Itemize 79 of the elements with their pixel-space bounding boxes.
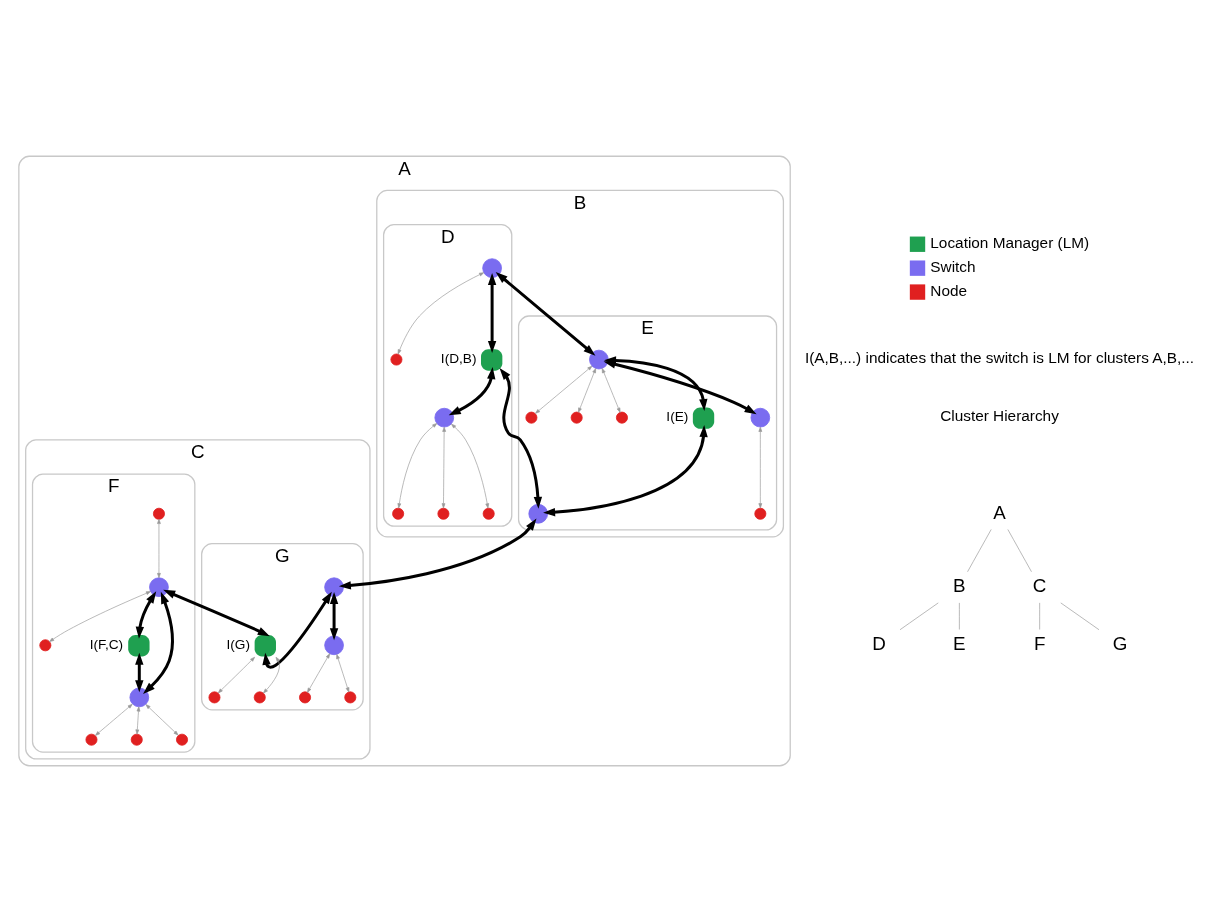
arrow xyxy=(578,368,597,413)
node-circle xyxy=(253,691,266,704)
arrow xyxy=(397,423,438,509)
node-circle xyxy=(570,411,583,424)
legend-label: Location Manager (LM) xyxy=(930,234,1090,251)
arrow xyxy=(499,368,543,509)
node-label: I(E) xyxy=(666,409,689,425)
node-circle xyxy=(324,577,344,598)
node-circle xyxy=(176,733,188,746)
node-circle xyxy=(392,507,405,520)
node-circle xyxy=(754,507,767,520)
node-label: I(G) xyxy=(226,636,250,652)
arrow xyxy=(135,652,144,693)
arrow xyxy=(336,654,350,693)
node-circle xyxy=(299,691,311,704)
node-circle xyxy=(208,691,221,704)
node-circle xyxy=(482,507,495,520)
node-circle xyxy=(152,507,165,520)
arrow xyxy=(397,272,485,355)
arrow xyxy=(535,365,593,414)
node-circle xyxy=(525,411,538,424)
arrow xyxy=(262,591,332,669)
arrow xyxy=(758,426,763,509)
arrow xyxy=(603,360,757,415)
legend-label: Switch xyxy=(930,257,976,275)
arrow xyxy=(448,367,496,416)
arrow xyxy=(487,273,497,353)
node-text: C xyxy=(1032,575,1047,596)
arrow xyxy=(441,426,446,509)
arrow xyxy=(157,518,161,578)
node-label: I(F,C) xyxy=(89,636,124,652)
arrow xyxy=(135,706,141,735)
node-circle xyxy=(482,258,502,278)
node-text: B xyxy=(953,575,966,596)
node-circle xyxy=(437,507,450,520)
node-text: F xyxy=(1033,633,1046,655)
arrow xyxy=(95,703,133,736)
connector xyxy=(1060,602,1100,631)
arrow xyxy=(495,272,596,356)
arrow xyxy=(307,653,330,693)
connector xyxy=(967,529,992,573)
arrow xyxy=(143,591,174,694)
node-circle xyxy=(390,353,403,366)
node-text: E xyxy=(953,633,966,655)
legend-label: Node xyxy=(930,281,968,299)
label: I(A,B,...) indicates that the switch is LM for clusters A,B,... xyxy=(804,349,1195,367)
node-text: G xyxy=(1112,633,1128,655)
node-circle xyxy=(481,349,503,371)
node-circle xyxy=(750,407,771,428)
arrow xyxy=(49,591,151,642)
connector xyxy=(1039,602,1040,630)
label: Cluster Hierarchy xyxy=(940,407,1059,425)
node-circle xyxy=(128,635,150,657)
node-circle xyxy=(344,691,357,704)
node-text: A xyxy=(993,501,1006,523)
arrow xyxy=(135,591,157,639)
arrow xyxy=(263,656,280,694)
connector xyxy=(1007,529,1032,573)
node-circle xyxy=(85,733,98,746)
arrow xyxy=(543,425,708,517)
connector xyxy=(959,602,960,630)
node-circle xyxy=(149,577,169,598)
node-label: I(D,B) xyxy=(440,351,477,367)
node-circle xyxy=(528,503,549,524)
node-circle xyxy=(39,639,52,652)
connector xyxy=(899,602,939,631)
arrow xyxy=(338,518,537,590)
node-circle xyxy=(130,733,143,746)
node-circle xyxy=(615,411,628,424)
node-circle xyxy=(254,635,276,657)
arrow xyxy=(145,704,179,736)
node-circle xyxy=(324,635,344,656)
node-circle xyxy=(692,407,715,429)
node-text: D xyxy=(872,633,886,655)
arrow xyxy=(163,589,270,637)
arrow xyxy=(451,423,490,509)
arrow xyxy=(601,368,621,413)
arrow xyxy=(217,656,255,694)
arrow xyxy=(329,592,339,641)
